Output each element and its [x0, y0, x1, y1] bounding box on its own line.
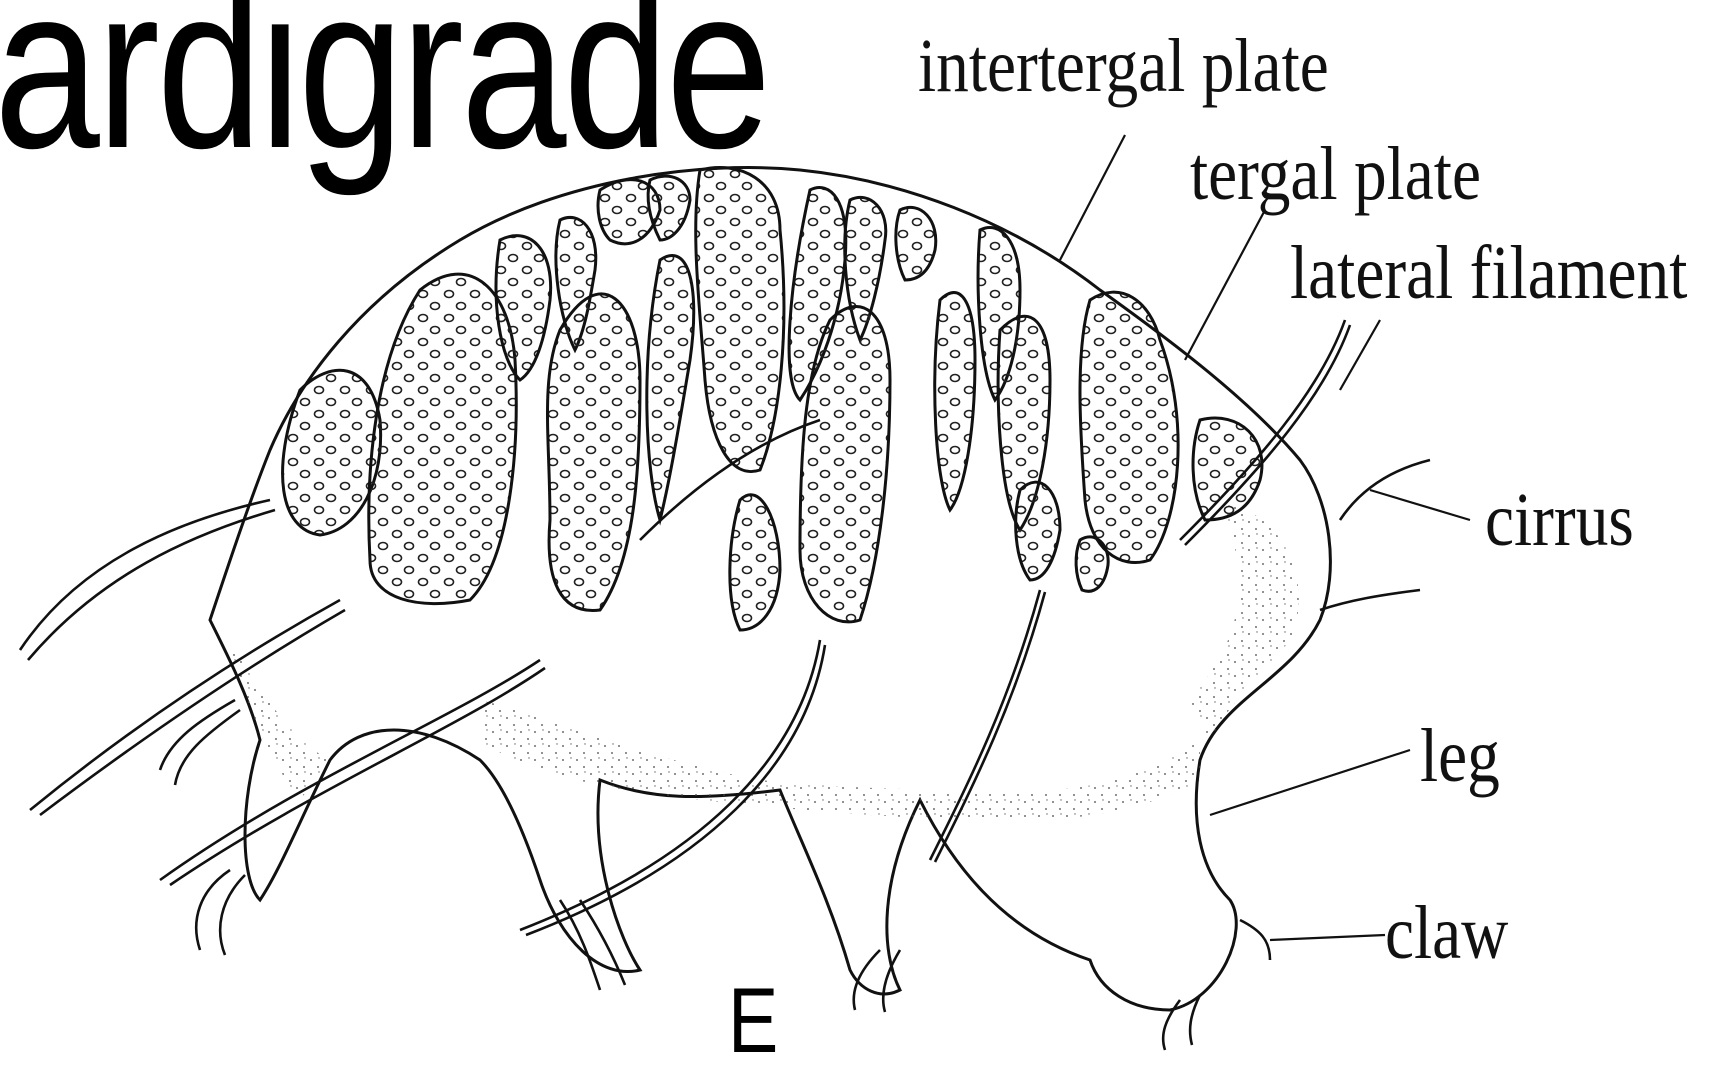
panel-letter: E	[728, 975, 778, 1067]
label-intertergal-plate: intertergal plate	[918, 28, 1329, 104]
label-leg: leg	[1420, 718, 1500, 794]
label-lateral-filament: lateral filament	[1290, 235, 1687, 311]
label-tergal-plate: tergal plate	[1190, 136, 1481, 212]
label-claw: claw	[1385, 895, 1508, 971]
label-cirrus: cirrus	[1485, 482, 1634, 558]
